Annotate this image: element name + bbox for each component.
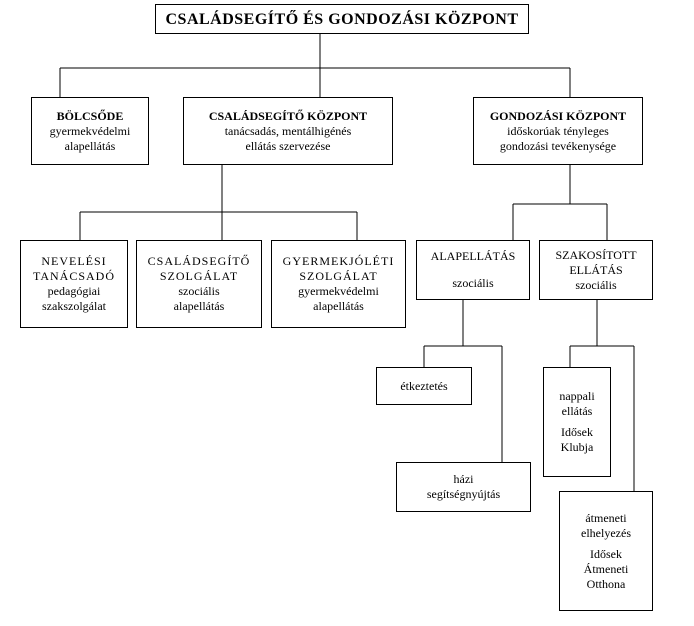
csaladsegito-kozpont-name: CSALÁDSEGÍTŐ KÖZPONT: [208, 108, 368, 123]
csaladsegito-szolgalat-line4: alapellátás: [173, 299, 225, 313]
szakositott-line1: SZAKOSÍTOTT: [555, 247, 637, 262]
nappali-line1: nappali: [559, 389, 595, 403]
nappali-line2: ellátás: [561, 404, 593, 418]
etkeztetes-label: étkeztetés: [400, 378, 448, 393]
szakositott-ellatas-box: SZAKOSÍTOTT ELLÁTÁS szociális: [539, 240, 653, 300]
hazi-line2: segítségnyújtás: [426, 487, 501, 501]
csaladsegito-szolgalat-line2: SZOLGÁLAT: [159, 269, 239, 283]
szakositott-line2: ELLÁTÁS: [569, 262, 623, 277]
atmeneti-line1: átmeneti: [585, 510, 627, 525]
alapellatas-box: ALAPELLÁTÁS szociális: [416, 240, 530, 300]
bolcsode-line2: alapellátás: [64, 138, 116, 153]
szakositott-line3: szociális: [575, 277, 617, 292]
csaladsegito-szolgalat-box: CSALÁDSEGÍTŐ SZOLGÁLAT szociális alapell…: [136, 240, 262, 328]
alapellatas-line2: szociális: [452, 276, 494, 290]
gondozasi-kozpont-box: GONDOZÁSI KÖZPONT időskorúak tényleges g…: [473, 97, 643, 165]
nappali-ellatas-box: nappali ellátás Idősek Klubja: [543, 367, 611, 477]
nevelesi-line2: TANÁCSADÓ: [32, 269, 116, 283]
hazi-line1: házi: [453, 472, 474, 486]
nevelesi-tanacsado-box: NEVELÉSI TANÁCSADÓ pedagógiai szakszolgá…: [20, 240, 128, 328]
gondozasi-kozpont-name: GONDOZÁSI KÖZPONT: [489, 108, 627, 123]
bolcsode-name: BÖLCSŐDE: [56, 108, 124, 123]
bolcsode-line1: gyermekvédelmi: [49, 123, 131, 138]
nevelesi-line1: NEVELÉSI: [41, 254, 107, 268]
gondozasi-kozpont-line1: időskorúak tényleges: [507, 123, 609, 138]
nappali-line3: Idősek: [561, 425, 593, 439]
csaladsegito-szolgalat-line1: CSALÁDSEGÍTŐ: [147, 254, 251, 268]
nappali-line4: Klubja: [560, 440, 594, 454]
alapellatas-line1: ALAPELLÁTÁS: [430, 249, 516, 263]
etkeztetes-box: étkeztetés: [376, 367, 472, 405]
atmeneti-line3: Idősek: [590, 546, 622, 561]
main-title-box: CSALÁDSEGÍTŐ ÉS GONDOZÁSI KÖZPONT: [155, 4, 529, 34]
atmeneti-elhelyezes-box: átmeneti elhelyezés Idősek Átmeneti Otth…: [559, 491, 653, 611]
gyermekjoleti-line4: alapellátás: [313, 299, 364, 313]
hazi-segitsegnyujtas-box: házi segítségnyújtás: [396, 462, 531, 512]
atmeneti-line5: Otthona: [586, 576, 626, 591]
gyermekjoleti-line3: gyermekvédelmi: [298, 284, 379, 298]
csaladsegito-kozpont-line1: tanácsadás, mentálhigénés: [224, 123, 352, 138]
gondozasi-kozpont-line2: gondozási tevékenysége: [499, 138, 617, 153]
atmeneti-line4: Átmeneti: [583, 561, 629, 576]
atmeneti-line2: elhelyezés: [581, 525, 631, 540]
bolcsode-box: BÖLCSŐDE gyermekvédelmi alapellátás: [31, 97, 149, 165]
main-title: CSALÁDSEGÍTŐ ÉS GONDOZÁSI KÖZPONT: [165, 10, 519, 28]
csaladsegito-kozpont-line2: ellátás szervezése: [245, 138, 331, 153]
csaladsegito-szolgalat-line3: szociális: [178, 284, 220, 298]
gyermekjoleti-szolgalat-box: GYERMEKJÓLÉTI SZOLGÁLAT gyermekvédelmi a…: [271, 240, 406, 328]
gyermekjoleti-line2: SZOLGÁLAT: [299, 269, 378, 283]
nevelesi-line4: szakszolgálat: [42, 299, 106, 313]
gyermekjoleti-line1: GYERMEKJÓLÉTI: [282, 254, 395, 268]
nevelesi-line3: pedagógiai: [47, 284, 101, 298]
csaladsegito-kozpont-box: CSALÁDSEGÍTŐ KÖZPONT tanácsadás, mentálh…: [183, 97, 393, 165]
